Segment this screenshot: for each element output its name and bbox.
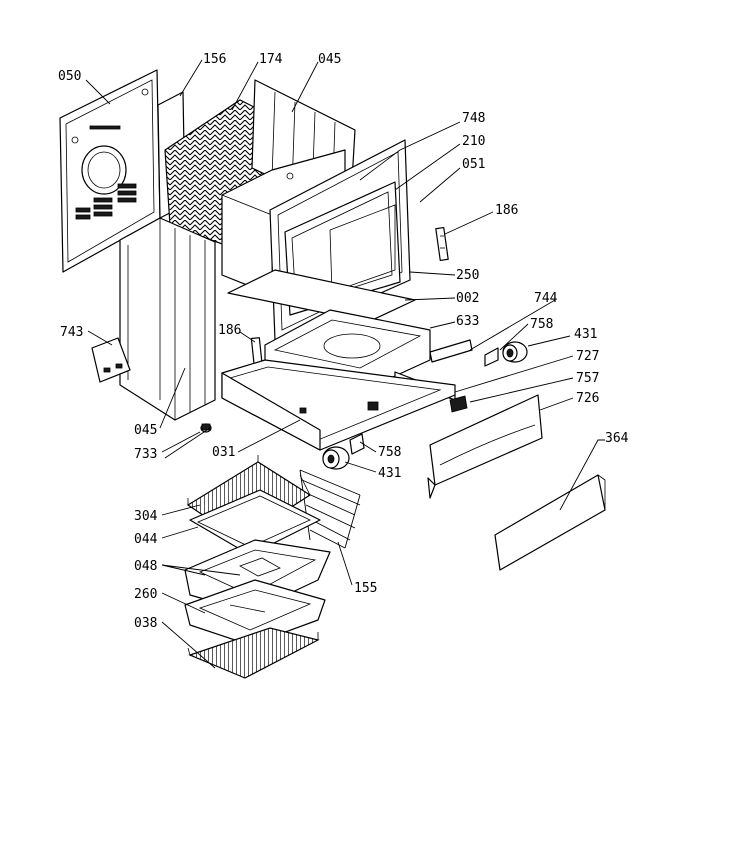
kick-panel xyxy=(494,474,606,571)
label-174: 174 xyxy=(259,52,283,67)
base-bracket xyxy=(91,337,131,383)
knob-bracket-lower xyxy=(349,433,365,455)
label-431-right: 431 xyxy=(574,327,597,342)
label-633: 633 xyxy=(456,314,479,329)
side-rack-runners xyxy=(299,469,361,549)
label-260: 260 xyxy=(134,587,157,602)
label-048: 048 xyxy=(134,559,157,574)
leader-lines xyxy=(85,59,605,669)
label-431-lower: 431 xyxy=(378,466,401,481)
oven-rack xyxy=(187,627,320,679)
base-drawer-box xyxy=(221,359,456,451)
label-210: 210 xyxy=(462,134,485,149)
label-733: 733 xyxy=(134,447,157,462)
baking-tray xyxy=(189,489,321,556)
drawer-bracket xyxy=(429,339,473,363)
side-panel-left xyxy=(119,217,216,421)
label-050: 050 xyxy=(58,69,81,84)
label-743: 743 xyxy=(60,325,83,340)
label-186-right: 186 xyxy=(495,203,518,218)
label-364: 364 xyxy=(605,431,629,446)
knob-lower xyxy=(322,446,350,470)
roasting-pan xyxy=(184,579,326,646)
label-155: 155 xyxy=(354,581,377,596)
knob-right xyxy=(502,341,528,363)
door-hinge-right xyxy=(435,226,449,262)
label-748: 748 xyxy=(462,111,485,126)
label-031: 031 xyxy=(212,445,235,460)
back-panel xyxy=(59,69,161,273)
label-045-top: 045 xyxy=(318,52,341,67)
label-045-left: 045 xyxy=(134,423,157,438)
label-186-left: 186 xyxy=(218,323,241,338)
drawer-front xyxy=(427,394,543,499)
adjustable-foot xyxy=(200,423,212,433)
rail-clip xyxy=(449,395,468,413)
label-758-lower: 758 xyxy=(378,445,401,460)
label-156: 156 xyxy=(203,52,226,67)
label-250: 250 xyxy=(456,268,479,283)
label-758-right: 758 xyxy=(530,317,553,332)
label-002: 002 xyxy=(456,291,479,306)
label-726: 726 xyxy=(576,391,599,406)
label-304: 304 xyxy=(134,509,158,524)
part-labels: 050 156 174 045 748 210 051 186 250 002 … xyxy=(58,52,629,631)
knob-bracket-right xyxy=(484,347,499,367)
label-051: 051 xyxy=(462,157,485,172)
label-757: 757 xyxy=(576,371,599,386)
label-744: 744 xyxy=(534,291,558,306)
label-038: 038 xyxy=(134,616,157,631)
label-727: 727 xyxy=(576,349,599,364)
label-044: 044 xyxy=(134,532,158,547)
